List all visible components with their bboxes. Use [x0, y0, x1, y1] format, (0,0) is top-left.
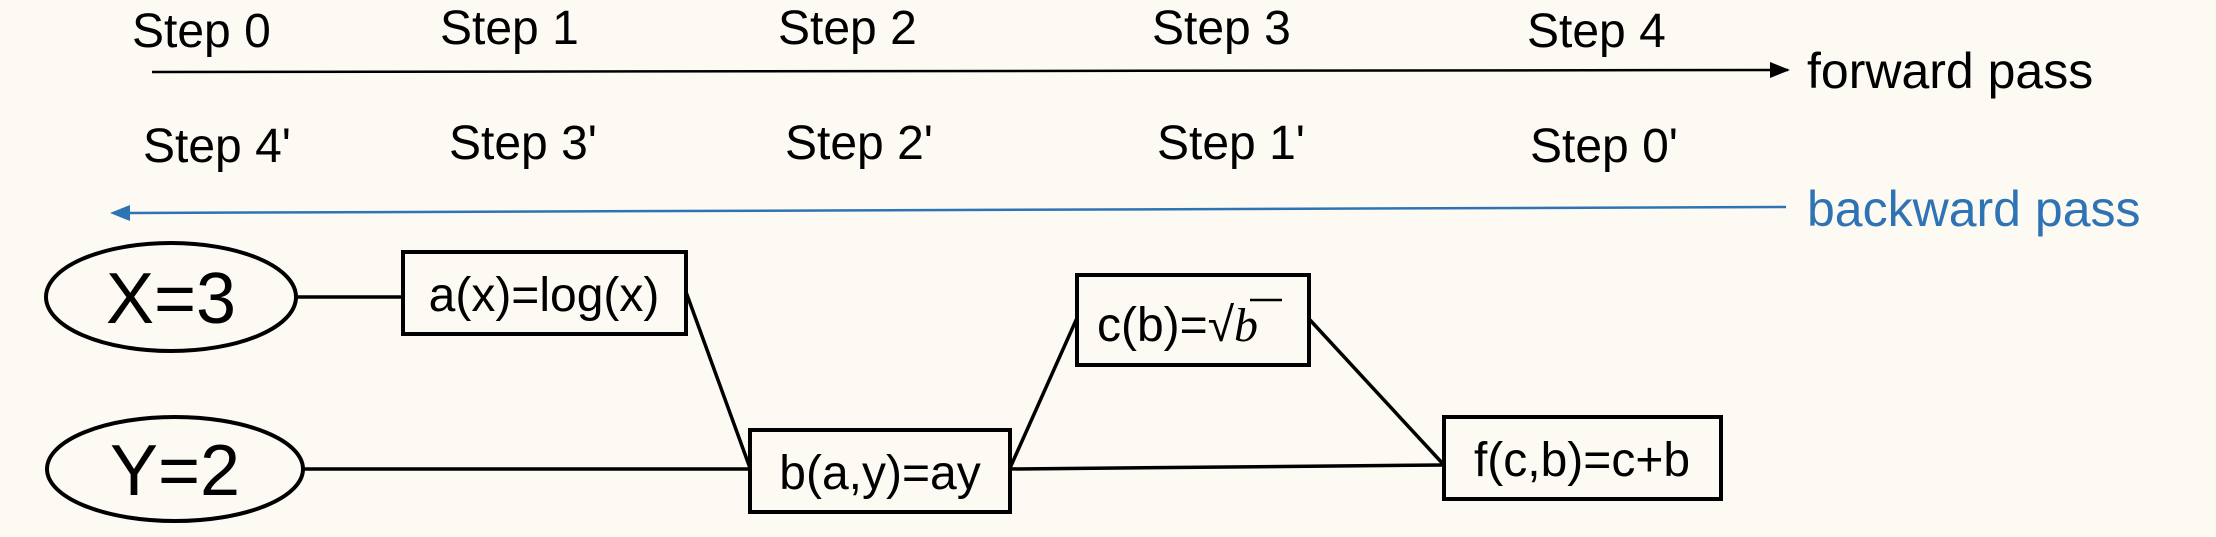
forward-step-3: Step 3: [1152, 2, 1291, 55]
edge-a-to-b: [684, 291, 752, 469]
backward-pass-label: backward pass: [1807, 181, 2141, 237]
function-node-a: a(x)=log(x): [401, 250, 688, 336]
backward-step-2: Step 2': [785, 117, 933, 170]
backward-step-1: Step 1': [1157, 117, 1305, 170]
function-b-label: b(a,y)=ay: [779, 447, 980, 500]
forward-step-1: Step 1: [440, 2, 579, 55]
backward-step-4: Step 4': [143, 120, 291, 173]
function-c-label-prefix: c(b)=: [1097, 299, 1208, 352]
edge-b-to-c: [1008, 317, 1079, 469]
backward-step-3: Step 3': [449, 117, 597, 170]
backward-pass-arrow: [127, 205, 1787, 215]
function-f-label: f(c,b)=c+b: [1474, 434, 1690, 487]
forward-step-labels: Step 0 Step 1 Step 2 Step 3 Step 4: [132, 2, 1666, 58]
forward-pass-arrow: [151, 68, 1789, 74]
function-c-label: c(b)=√b: [1097, 299, 1258, 352]
input-node-x: X=3: [44, 241, 298, 353]
graph-edges: [297, 291, 1446, 471]
input-node-y: Y=2: [45, 415, 305, 523]
function-node-b: b(a,y)=ay: [748, 428, 1012, 514]
forward-step-2: Step 2: [778, 2, 917, 55]
backward-step-labels: Step 4' Step 3' Step 2' Step 1' Step 0': [143, 117, 1678, 173]
edge-c-to-f: [1308, 318, 1446, 467]
forward-step-0: Step 0: [132, 5, 271, 58]
function-c-radicand: b: [1234, 299, 1258, 352]
input-x-label: X=3: [106, 259, 236, 339]
edge-b-to-f: [1009, 463, 1445, 471]
backward-step-0: Step 0': [1530, 120, 1678, 173]
input-y-label: Y=2: [110, 431, 240, 511]
forward-pass-label: forward pass: [1807, 43, 2093, 99]
backward-pass-arrowhead: [110, 205, 130, 221]
function-node-c: c(b)=√b: [1075, 273, 1311, 367]
function-node-f: f(c,b)=c+b: [1442, 415, 1723, 501]
forward-pass-arrowhead: [1770, 62, 1790, 78]
function-a-label: a(x)=log(x): [429, 269, 660, 322]
sqrt-radical-icon: √: [1208, 299, 1235, 352]
forward-step-4: Step 4: [1527, 5, 1666, 58]
